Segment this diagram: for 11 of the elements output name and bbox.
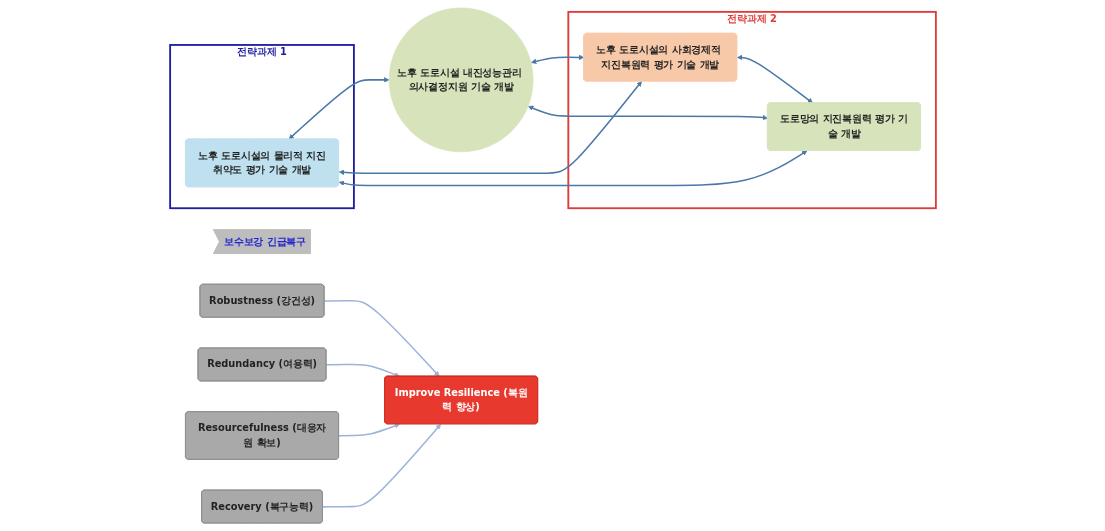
- arrow: [527, 105, 768, 121]
- arrow: [323, 300, 440, 377]
- arrow: [338, 81, 642, 176]
- arrow: [338, 150, 807, 187]
- node-circle: 노후 도로시설 내진성능관리 의사결정지원 기술 개발: [388, 7, 533, 153]
- arrow: [337, 423, 400, 437]
- arrow: [736, 54, 813, 104]
- arrow: [325, 363, 400, 378]
- arrow: [321, 423, 441, 508]
- arrow: [288, 77, 389, 140]
- arrow: [530, 54, 584, 65]
